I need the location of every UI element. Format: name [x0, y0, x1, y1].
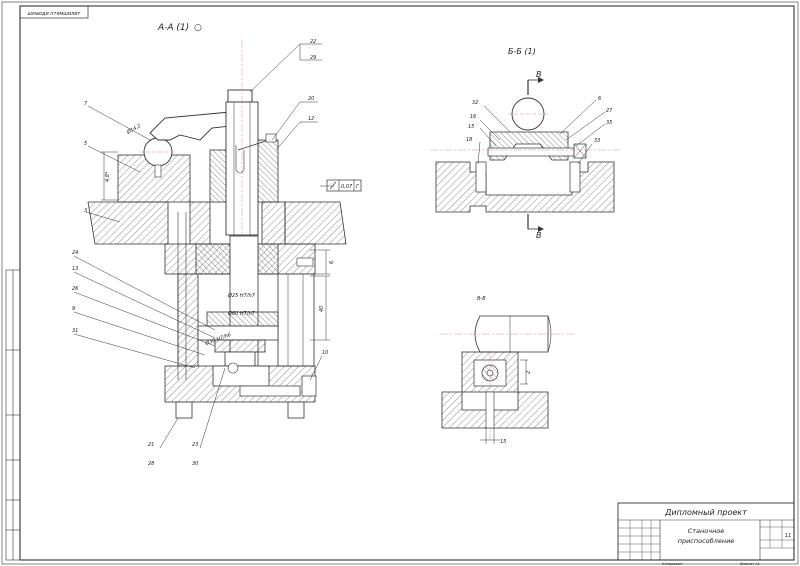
callout-aa: 20	[308, 96, 314, 102]
callout-bb: 16	[470, 114, 476, 120]
title-name-line2: приспособление	[678, 537, 735, 545]
callout-aa: 7	[84, 101, 88, 107]
title-heading: Дипломный проект	[664, 508, 747, 517]
callout-bb: 15	[468, 124, 474, 130]
cut-letter-bottom: В	[536, 231, 542, 240]
callouts-bb: 32 6 27 16 15 35 18 33	[466, 96, 613, 144]
callouts-aa: 22 29 7 20 12 5 3 24 13 26 9 31 10 21 28…	[72, 39, 328, 467]
callout-aa: 13	[72, 266, 78, 272]
callout-bb: 35	[606, 120, 612, 126]
callout-aa: 23	[192, 442, 198, 448]
left-margin-stamp	[5, 269, 21, 561]
callout-aa: 24	[72, 250, 78, 256]
view-bb-title: Б-Б (1)	[508, 47, 536, 56]
title-block	[617, 502, 795, 561]
title-name-line1: Станочное	[688, 527, 725, 535]
leader-lines-bb	[477, 99, 606, 165]
callout-bb: 33	[594, 138, 600, 144]
central-rod	[225, 40, 277, 400]
view-vv: В-В 15 2	[440, 296, 575, 445]
title-sheet-value: 11	[785, 533, 791, 539]
callout-aa: 10	[322, 350, 328, 356]
dim-h-right: 40	[319, 306, 325, 312]
cylinder-housing	[164, 212, 316, 380]
callout-aa: 26	[72, 286, 78, 292]
stamp-text: шмаоди птямшилит	[28, 11, 82, 17]
callout-bb: 27	[606, 108, 613, 114]
callout-aa: 5	[84, 141, 87, 147]
title-format: Формат А1	[740, 562, 760, 566]
callout-bb: 32	[472, 100, 478, 106]
callout-aa: 9	[72, 306, 75, 312]
cut-letter-top: В	[536, 70, 542, 79]
view-vv-title: В-В	[477, 296, 486, 302]
title-copied: Копировал	[662, 562, 683, 566]
callout-aa: 22	[310, 39, 316, 45]
bottom-base	[164, 362, 317, 419]
dim-d1: Ø25 H7/h7	[227, 292, 256, 299]
callout-bb: 6	[598, 96, 601, 102]
view-aa-title: А-А (1)	[157, 23, 189, 33]
callout-aa: 28	[148, 461, 154, 467]
dim-vv-small: 2	[526, 371, 532, 374]
bb-base	[435, 161, 615, 213]
callout-aa: 30	[192, 461, 198, 467]
tol-ref: Г	[356, 184, 360, 190]
callout-aa: 12	[308, 116, 314, 122]
vv-base	[441, 391, 549, 429]
tolerance-frame: 0,07 Г	[326, 179, 362, 192]
tol-value: 0,07	[341, 184, 353, 190]
dim-r: 6	[329, 261, 335, 264]
clamp-arm	[149, 111, 241, 141]
section-arrow-bottom: В	[527, 214, 544, 240]
callout-aa: 21	[148, 442, 154, 448]
section-arrow-top: В	[527, 70, 544, 95]
leader-lines-aa	[73, 43, 334, 449]
callout-aa: 3	[84, 208, 87, 214]
view-aa-symbol: ○	[194, 23, 202, 33]
upper-block	[117, 137, 279, 203]
dim-d2: Ø60 H7/h7	[227, 310, 256, 317]
dim-vv-width: 15	[500, 439, 506, 445]
view-aa: А-А (1) ○	[72, 23, 362, 467]
view-bb: Б-Б (1) В В	[430, 47, 620, 240]
base-plate	[87, 201, 347, 245]
top-left-stamp: шмаоди птямшилит	[19, 5, 89, 19]
dim-h-left: 4,8*	[105, 171, 111, 182]
callout-aa: 29	[310, 55, 316, 61]
callout-aa: 31	[72, 328, 78, 334]
callout-bb: 18	[466, 137, 472, 143]
